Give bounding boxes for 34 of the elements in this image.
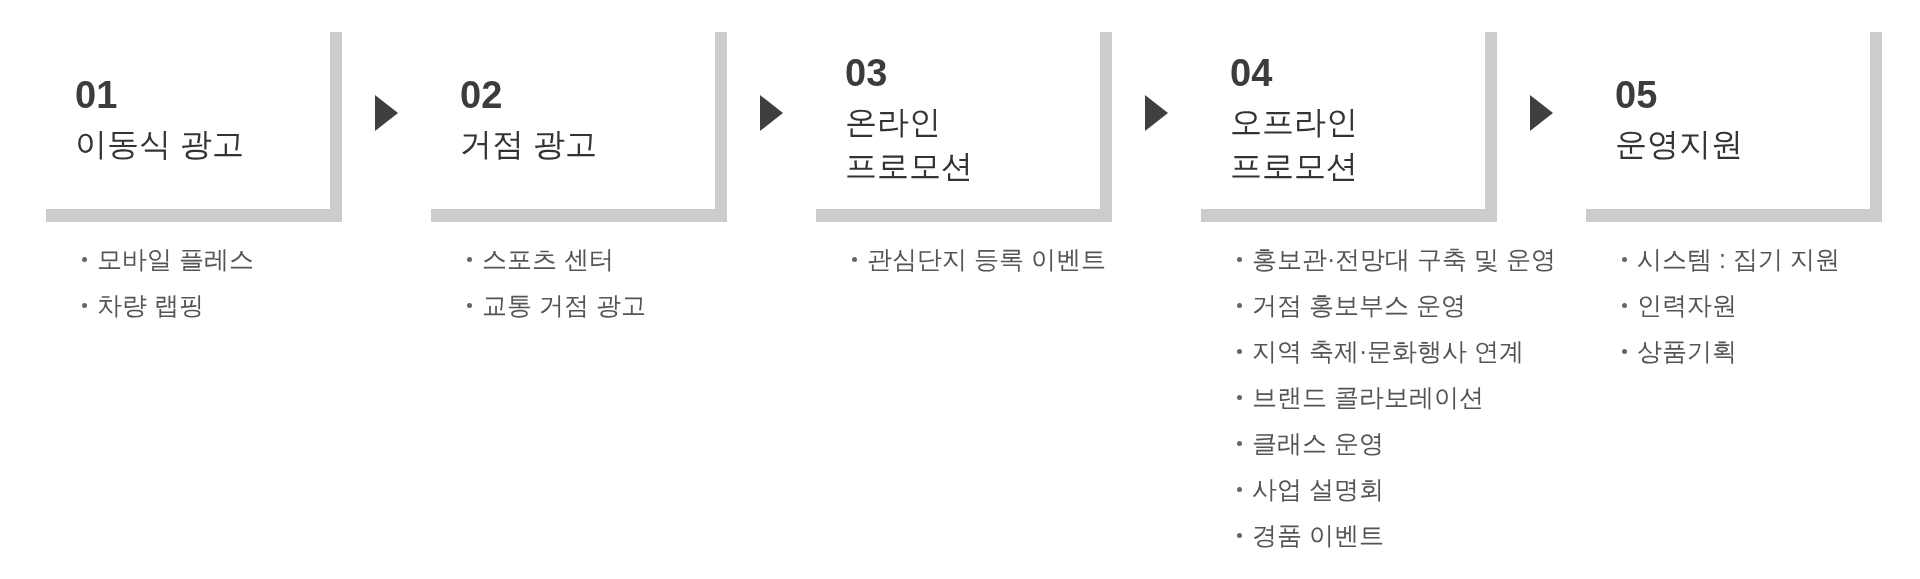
list-item-text: 브랜드 콜라보레이션 [1252,382,1484,413]
step-title: 운영지원 [1615,124,1743,164]
step-number: 02 [460,72,503,118]
arrow [760,95,783,131]
list-item-text: 교통 거점 광고 [482,290,646,321]
arrow [1145,95,1168,131]
step-box [431,32,727,222]
list-item-text: 모바일 플레스 [97,244,254,275]
step-title: 거점 광고 [460,124,597,164]
step-number: 04 [1230,50,1273,96]
list-item-text: 차량 랩핑 [97,290,204,321]
step-box [1201,32,1497,222]
step-box [46,32,342,222]
step-number: 01 [75,72,118,118]
step-number: 03 [845,50,888,96]
list-item-text: 관심단지 등록 이벤트 [867,244,1106,275]
list-item-text: 경품 이벤트 [1252,520,1384,551]
list-item-text: 클래스 운영 [1252,428,1384,459]
list-item-text: 사업 설명회 [1252,474,1384,505]
step-box [1586,32,1882,222]
arrow [1530,95,1553,131]
list-item-text: 시스템 : 집기 지원 [1637,244,1840,275]
step-title: 온라인 프로모션 [845,102,974,186]
step-title: 오프라인 프로모션 [1230,102,1359,186]
step-title: 이동식 광고 [75,124,244,164]
list-item-text: 거점 홍보부스 운영 [1252,290,1466,321]
step-number: 05 [1615,72,1658,118]
list-item-text: 스포츠 센터 [482,244,614,275]
list-item-text: 상품기획 [1637,336,1737,367]
arrow [375,95,398,131]
list-item-text: 홍보관·전망대 구축 및 운영 [1252,244,1557,275]
list-item-text: 인력자원 [1637,290,1737,321]
step-box [816,32,1112,222]
list-item-text: 지역 축제·문화행사 연계 [1252,336,1525,367]
